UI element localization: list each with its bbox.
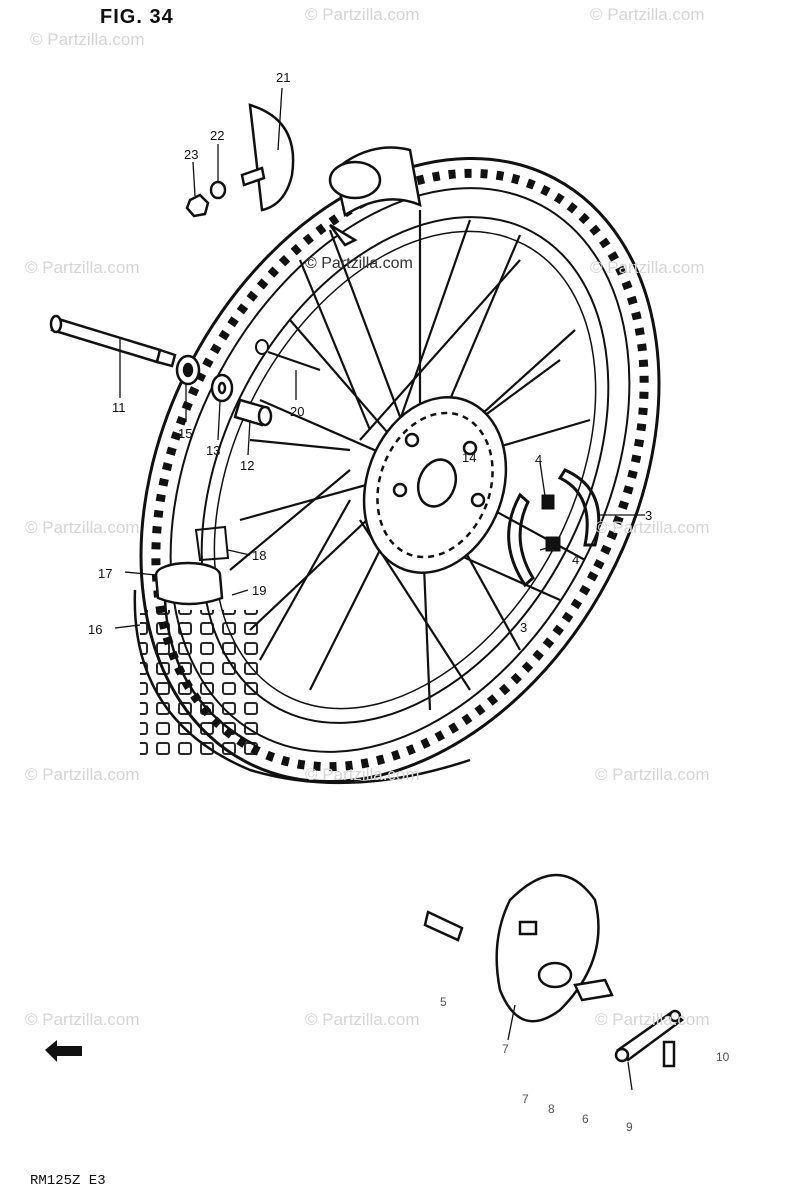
- callout-4: 4: [572, 552, 580, 567]
- callout-13: 13: [206, 443, 221, 458]
- callout-3: 3: [645, 508, 653, 523]
- spoke-nipple: [255, 339, 321, 371]
- callout-7: 7: [522, 1092, 529, 1106]
- watermark: © Partzilla.com: [590, 258, 705, 277]
- watermark: © Partzilla.com: [25, 258, 140, 277]
- callout-18: 18: [252, 548, 267, 563]
- watermark: © Partzilla.com: [595, 1010, 710, 1029]
- brake-lever: [614, 1009, 685, 1063]
- callout-16: 16: [88, 622, 103, 637]
- callout-19: 19: [252, 583, 267, 598]
- callout-5: 5: [440, 995, 447, 1009]
- watermark-center: © Partzilla.com: [305, 255, 413, 272]
- callout-21: 21: [276, 70, 291, 85]
- rim-band: [154, 561, 224, 606]
- watermark: © Partzilla.com: [595, 518, 710, 537]
- callout-12: 12: [240, 458, 255, 473]
- callout-17: 17: [98, 566, 113, 581]
- callout-3: 3: [520, 620, 528, 635]
- figure-title: FIG. 34: [100, 6, 174, 28]
- callout-9: 9: [626, 1120, 633, 1134]
- watermark: © Partzilla.com: [305, 765, 420, 784]
- valve-washer: [209, 180, 227, 200]
- watermark: © Partzilla.com: [25, 518, 140, 537]
- callout-20: 20: [290, 404, 305, 419]
- front-arrow-icon: [45, 1040, 82, 1062]
- spacer: [233, 398, 273, 427]
- watermark: © Partzilla.com: [590, 5, 705, 24]
- axle-collar: [175, 354, 201, 386]
- callout-7: 7: [502, 1042, 509, 1056]
- callout-15: 15: [178, 426, 193, 441]
- callout-14: 14: [462, 450, 477, 465]
- callout-22: 22: [210, 128, 225, 143]
- rim-band-top: [328, 146, 422, 247]
- brake-cam: [423, 910, 464, 942]
- valve-nut: [185, 193, 210, 218]
- watermark: © Partzilla.com: [305, 1010, 420, 1029]
- watermark: © Partzilla.com: [25, 765, 140, 784]
- brake-panel: [495, 873, 614, 1023]
- valve-shield: [240, 103, 295, 212]
- brake-shoes: [507, 468, 601, 588]
- watermark: © Partzilla.com: [305, 5, 420, 24]
- callout-6: 6: [582, 1112, 589, 1126]
- watermark: © Partzilla.com: [30, 30, 145, 49]
- leader-lines: [114, 87, 645, 1091]
- watermark: © Partzilla.com: [25, 1010, 140, 1029]
- callout-10: 10: [716, 1050, 730, 1064]
- callout-23: 23: [184, 147, 199, 162]
- lever-bolt: [662, 1040, 676, 1068]
- washer: [210, 373, 234, 403]
- model-code: RM125Z E3: [30, 1173, 106, 1189]
- callout-11: 11: [112, 400, 126, 415]
- watermark: © Partzilla.com: [595, 765, 710, 784]
- callout-8: 8: [548, 1102, 555, 1116]
- callout-4: 4: [535, 452, 543, 467]
- tube: [133, 589, 471, 785]
- tire-flap: [194, 525, 230, 562]
- axle: [49, 314, 177, 368]
- hub: [362, 396, 508, 574]
